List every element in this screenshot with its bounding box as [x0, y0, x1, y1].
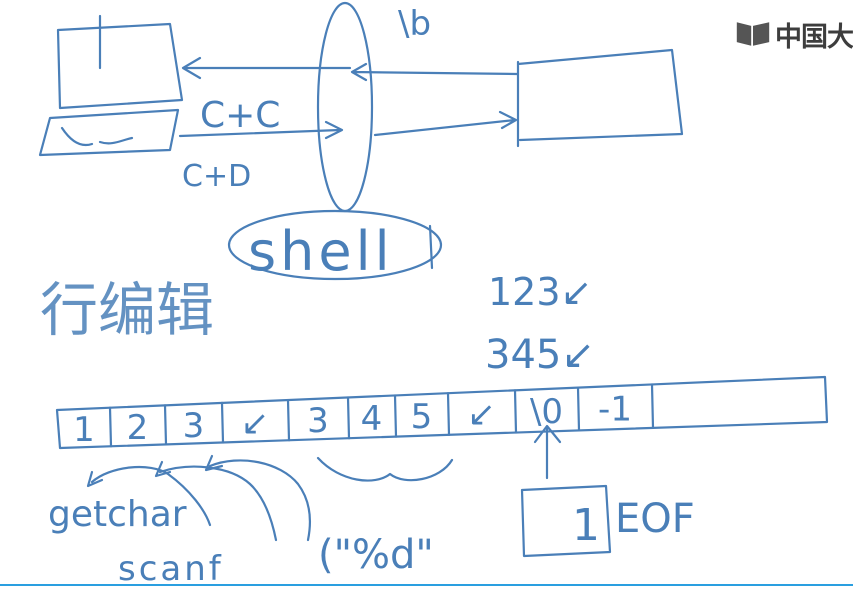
eof-label: EOF [615, 496, 695, 542]
buffer-cell: 3 [307, 401, 329, 441]
getchar-label: getchar [48, 494, 187, 535]
buffer-cell: ↙ [467, 395, 496, 435]
mooc-book-icon [736, 22, 770, 46]
buffer-cell: 2 [127, 408, 149, 448]
buffer-cell: 4 [361, 399, 383, 439]
terminal-device-sketch [38, 14, 184, 157]
buffer-cell-divider [346, 396, 351, 440]
io-arrows [178, 56, 519, 140]
arrow-label-lower: C+D [182, 159, 251, 194]
buffer-cell-divider [393, 394, 398, 438]
arrow-label-upper: C+C [200, 95, 280, 136]
buffer-cell-divider [446, 392, 451, 436]
watermark-text: 中国大 [775, 21, 853, 53]
scanf-label: scanf [118, 549, 224, 589]
shell-layer-ellipse [316, 1, 374, 213]
buffer-cell-divider [220, 401, 225, 444]
watermark: 中国大 [735, 14, 853, 54]
shell-label: shell [248, 220, 394, 283]
program-label: \b [398, 4, 431, 44]
buffer-cell: ↙ [241, 403, 270, 443]
buffer-cell-divider [513, 389, 518, 434]
buffer-cell: 3 [183, 406, 205, 446]
line-edit-heading: 行编辑 [40, 276, 214, 344]
input-line-1: 123↙ [488, 270, 592, 314]
shell-sketch: shell [227, 209, 443, 283]
buffer-cell: -1 [598, 390, 632, 430]
read-pointer-arrows [86, 454, 454, 542]
input-line-2: 345↙ [485, 332, 595, 378]
buffer-cell-divider [286, 398, 291, 442]
eof-pointer [520, 424, 612, 558]
buffer-cell-divider [650, 383, 655, 430]
bottom-divider [0, 584, 853, 586]
buffer-cell-divider [108, 406, 113, 448]
buffer-cell-divider [163, 404, 168, 446]
format-string-label: ("%d" [318, 532, 434, 578]
program-box [516, 48, 684, 148]
buffer-cell: 5 [411, 397, 433, 437]
eof-box-value: 1 [572, 500, 600, 551]
buffer-cell: 1 [73, 410, 95, 450]
buffer-cell-divider [576, 386, 581, 432]
